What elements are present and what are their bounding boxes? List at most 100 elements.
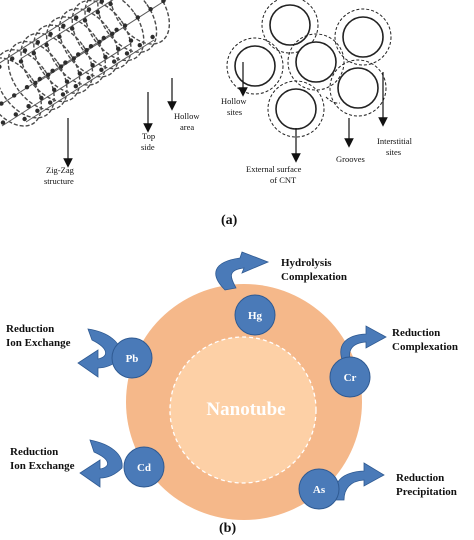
zigzag-label-line1: Zig-Zag: [46, 165, 75, 175]
zigzag-label-line2: structure: [44, 176, 74, 186]
tube-ring: [7, 40, 68, 111]
carbon-atom: [95, 10, 101, 15]
carbon-atom: [70, 26, 75, 31]
metal-as: As Reduction Precipitation: [298, 462, 457, 510]
cnt-cross-section: [261, 0, 319, 54]
tube-ring: [33, 24, 94, 94]
cr-mechanism-line1: Reduction: [392, 327, 440, 339]
carbon-atom: [24, 85, 30, 90]
carbon-atom: [99, 67, 104, 73]
metal-cd: Cd Reduction Ion Exchange: [10, 439, 165, 488]
tube-ring: [0, 49, 55, 119]
hollow-sites-label-line2: sites: [227, 107, 242, 117]
carbon-atom: [0, 120, 6, 125]
carbon-atom: [22, 116, 27, 122]
metal-cr: Cr Reduction Complexation: [329, 325, 458, 398]
carbon-atom: [63, 60, 68, 65]
grooves-label: Grooves: [336, 154, 365, 164]
carbon-atom: [35, 108, 40, 114]
as-flow-arrow: [334, 462, 385, 501]
carbon-atom: [112, 59, 117, 64]
pb-symbol: Pb: [126, 353, 139, 365]
tube-ring: [0, 57, 43, 127]
carbon-atom: [52, 87, 57, 93]
external-surface-label-line1: External surface: [246, 164, 302, 174]
carbon-atom: [103, 54, 108, 60]
carbon-atom: [122, 23, 128, 28]
cnt-bundle: [226, 0, 392, 138]
cr-symbol: Cr: [344, 372, 357, 384]
carbon-atom: [148, 7, 153, 12]
hg-flow-arrow: [215, 251, 270, 291]
tube-wall-line: [1, 43, 131, 127]
cd-ion-circle: [123, 446, 165, 488]
carbon-atom: [124, 51, 130, 56]
carbon-atom: [61, 23, 66, 28]
carbon-atom: [50, 68, 55, 74]
carbon-atom: [57, 34, 62, 39]
carbon-atom: [44, 42, 49, 48]
carbon-atom: [110, 31, 115, 36]
cd-symbol: Cd: [137, 462, 151, 474]
tube-ring: [84, 0, 145, 62]
carbon-atom: [26, 104, 31, 109]
carbon-atom: [18, 59, 24, 64]
panel-b: Nanotube Hg Hydrolysis Complexation Pb R…: [6, 251, 458, 536]
carbon-atom: [128, 38, 134, 43]
interstitial-label-line1: Interstitial: [377, 136, 413, 146]
tube-wall-line: [37, 0, 167, 83]
carbon-atom: [135, 15, 140, 20]
carbon-atom: [101, 35, 107, 41]
carbon-atom: [64, 79, 70, 84]
cnt-cross-section: [329, 59, 387, 117]
cnt-cross-section: [334, 8, 392, 66]
tube-ring: [58, 8, 119, 78]
tube-ring: [45, 16, 107, 86]
carbon-atom: [161, 0, 166, 4]
carbon-atom: [150, 34, 155, 40]
cnt-cross-section: [226, 37, 284, 95]
carbon-atom: [31, 51, 36, 56]
tube-ring: [71, 0, 132, 70]
carbon-atom: [86, 75, 91, 81]
carbon-atom: [10, 56, 15, 61]
metal-pb: Pb Reduction Ion Exchange: [6, 323, 153, 379]
top-side-label-line2: side: [141, 142, 155, 152]
hollow-area-label-line2: area: [180, 122, 194, 132]
cnt-cross-section: [287, 33, 345, 91]
tube-ring: [109, 0, 171, 45]
nanotube-core: [169, 336, 317, 484]
cd-mechanism-line2: Ion Exchange: [10, 460, 75, 472]
groove-marker: [325, 96, 341, 104]
carbon-atom: [33, 80, 38, 86]
carbon-atom: [48, 31, 53, 37]
carbon-atom: [37, 76, 42, 82]
carbon-atom: [48, 100, 53, 105]
as-mechanism-line2: Precipitation: [396, 486, 457, 498]
carbon-atom: [74, 15, 79, 20]
carbon-atom: [22, 48, 28, 53]
carbon-atom: [0, 64, 2, 69]
carbon-atom: [88, 44, 94, 49]
carbon-atom: [39, 95, 44, 101]
hg-ion-circle: [234, 294, 276, 336]
external-surface-label-line2: of CNT: [270, 175, 297, 185]
nanotube-model: [0, 0, 171, 127]
carbon-atom: [108, 1, 113, 7]
hg-symbol: Hg: [248, 310, 263, 322]
cd-flow-arrow: [79, 439, 123, 488]
carbon-atom: [82, 18, 88, 23]
carbon-atom: [12, 93, 17, 98]
as-symbol: As: [313, 484, 326, 496]
top-side-label-line1: Top: [142, 131, 155, 141]
carbon-atom: [90, 62, 95, 68]
carbon-atom: [116, 46, 121, 51]
pb-flow-arrow: [77, 328, 123, 378]
carbon-atom: [35, 40, 40, 45]
carbon-atom: [46, 72, 51, 78]
tube-wall-line: [21, 0, 114, 59]
panel-b-caption: (b): [219, 521, 236, 536]
carbon-atom: [86, 7, 92, 12]
carbon-atom: [73, 84, 79, 89]
as-mechanism-line1: Reduction: [396, 472, 444, 484]
